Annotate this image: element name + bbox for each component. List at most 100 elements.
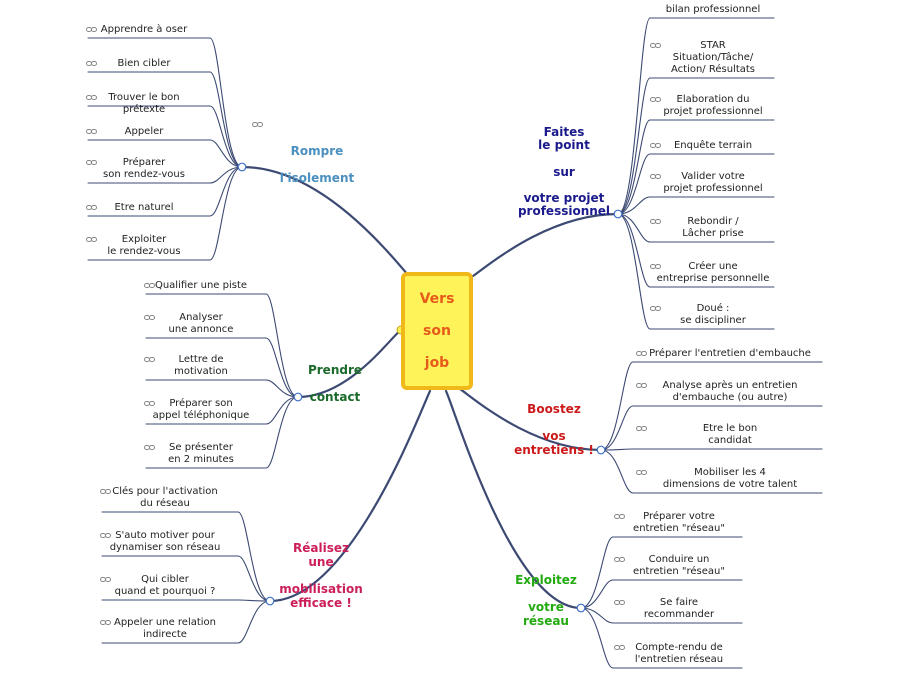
link-icon[interactable] xyxy=(650,141,661,150)
link-icon[interactable] xyxy=(614,512,625,521)
branch-boostez-connector xyxy=(458,387,603,452)
leaf-rompre-0[interactable]: Apprendre à oser xyxy=(86,24,200,36)
link-icon[interactable] xyxy=(614,643,625,652)
junction-prendre[interactable] xyxy=(293,392,303,402)
junction-rompre[interactable] xyxy=(237,162,247,172)
leaf-boostez-2[interactable]: Etre le bon candidat xyxy=(636,423,822,447)
link-icon[interactable] xyxy=(636,424,647,433)
link-icon[interactable] xyxy=(650,0,661,2)
branch-realisez-text: Réalisez une mobilisation efficace ! xyxy=(279,540,363,610)
leaf-prendre-3[interactable]: Préparer son appel téléphonique xyxy=(144,398,256,422)
branch-boostez-label[interactable]: Boostez vos entretiens ! xyxy=(508,389,600,458)
leaf-faites-1[interactable]: STAR Situation/Tâche/ Action/ Résultats xyxy=(650,40,774,76)
link-icon[interactable] xyxy=(144,399,155,408)
leaf-exploitez-1[interactable]: Conduire un entretien "réseau" xyxy=(614,554,742,578)
link-icon[interactable] xyxy=(100,618,111,627)
leaf-connector xyxy=(237,600,271,644)
leaf-boostez-3[interactable]: Mobiliser les 4 dimensions de votre tale… xyxy=(636,467,822,491)
link-icon[interactable] xyxy=(86,158,97,167)
leaf-faites-7[interactable]: Doué : se discipliner xyxy=(650,303,774,327)
leaf-rompre-1[interactable]: Bien cibler xyxy=(86,58,200,70)
link-icon[interactable] xyxy=(650,304,661,313)
leaf-rompre-5[interactable]: Etre naturel xyxy=(86,202,200,214)
leaf-prendre-2[interactable]: Lettre de motivation xyxy=(144,354,256,378)
leaf-label: S'auto motiver pour dynamiser son réseau xyxy=(109,530,221,553)
branch-exploitez-label[interactable]: Exploitez votre réseau xyxy=(505,560,587,629)
leaf-realisez-1[interactable]: S'auto motiver pour dynamiser son réseau xyxy=(100,530,228,554)
leaf-boostez-1[interactable]: Analyse après un entretien d'embauche (o… xyxy=(636,380,822,404)
link-icon[interactable] xyxy=(144,443,155,452)
link-icon[interactable] xyxy=(86,93,97,102)
junction-realisez[interactable] xyxy=(265,596,275,606)
leaf-prendre-4[interactable]: Se présenter en 2 minutes xyxy=(144,442,256,466)
leaf-label: Se faire recommander xyxy=(643,597,715,620)
leaf-faites-0[interactable]: Faire son bilan professionnel xyxy=(652,0,774,16)
branch-rompre-text: Rompre l'isolement xyxy=(279,143,355,186)
leaf-prendre-1[interactable]: Analyser une annonce xyxy=(144,312,256,336)
link-icon[interactable] xyxy=(100,487,111,496)
link-icon[interactable] xyxy=(86,203,97,212)
leaf-label: Préparer votre entretien "réseau" xyxy=(633,511,725,534)
link-icon[interactable] xyxy=(144,313,155,322)
leaf-realisez-0[interactable]: Clés pour l'activation du réseau xyxy=(100,486,228,510)
leaf-label: Bien cibler xyxy=(117,58,171,69)
link-icon[interactable] xyxy=(636,349,647,358)
leaf-realisez-2[interactable]: Qui cibler quand et pourquoi ? xyxy=(100,574,228,598)
central-topic[interactable]: Vers son job xyxy=(401,272,473,390)
link-icon[interactable] xyxy=(86,25,97,34)
link-icon[interactable] xyxy=(650,217,661,226)
link-icon[interactable] xyxy=(650,172,661,181)
link-icon[interactable] xyxy=(86,235,97,244)
branch-prendre-label[interactable]: Prendre contact xyxy=(290,350,380,405)
leaf-realisez-3[interactable]: Appeler une relation indirecte xyxy=(100,617,228,641)
leaf-rompre-4[interactable]: Préparer son rendez-vous xyxy=(86,157,200,181)
leaf-label: Appeler xyxy=(124,126,164,137)
link-icon[interactable] xyxy=(100,575,111,584)
leaf-exploitez-3[interactable]: Compte-rendu de l'entretien réseau xyxy=(614,642,742,666)
junction-faites[interactable] xyxy=(613,209,623,219)
link-icon[interactable] xyxy=(650,95,661,104)
leaf-boostez-0[interactable]: Préparer l'entretien d'embauche xyxy=(636,348,822,360)
link-icon[interactable] xyxy=(252,119,263,128)
link-icon[interactable] xyxy=(614,598,625,607)
leaf-connector xyxy=(580,607,614,669)
leaf-label: Créer une entreprise personnelle xyxy=(656,261,770,284)
leaf-prendre-0[interactable]: Qualifier une piste xyxy=(144,280,256,292)
leaf-exploitez-2[interactable]: Se faire recommander xyxy=(614,597,742,621)
leaf-label: Appeler une relation indirecte xyxy=(113,617,217,640)
link-icon[interactable] xyxy=(86,59,97,68)
leaf-faites-4[interactable]: Valider votre projet professionnel xyxy=(650,171,774,195)
link-icon[interactable] xyxy=(86,127,97,136)
branch-faites-label[interactable]: Faites le point sur votre projet profess… xyxy=(508,113,620,219)
leaf-faites-6[interactable]: Créer une entreprise personnelle xyxy=(650,261,774,285)
leaf-faites-3[interactable]: Enquête terrain xyxy=(650,140,774,152)
link-icon[interactable] xyxy=(650,41,661,50)
leaf-label: Clés pour l'activation du réseau xyxy=(112,486,218,509)
leaf-rompre-6[interactable]: Exploiter le rendez-vous xyxy=(86,234,200,258)
link-icon[interactable] xyxy=(650,262,661,271)
leaf-label: Analyse après un entretien d'embauche (o… xyxy=(662,380,798,403)
branch-prendre-connector xyxy=(296,328,403,399)
leaf-connector xyxy=(265,396,299,469)
branch-realisez-label[interactable]: Réalisez une mobilisation efficace ! xyxy=(268,528,374,611)
leaf-label: Préparer l'entretien d'embauche xyxy=(649,348,811,359)
leaf-rompre-2[interactable]: Trouver le bon prétexte xyxy=(86,92,200,116)
link-icon[interactable] xyxy=(614,555,625,564)
leaf-connector xyxy=(617,17,651,215)
junction-boostez[interactable] xyxy=(596,445,606,455)
leaf-faites-5[interactable]: Rebondir / Lâcher prise xyxy=(650,216,774,240)
link-icon[interactable] xyxy=(636,468,647,477)
leaf-rompre-3[interactable]: Appeler xyxy=(86,126,200,138)
leaf-label: Apprendre à oser xyxy=(100,24,188,35)
junction-exploitez[interactable] xyxy=(576,603,586,613)
link-icon[interactable] xyxy=(144,281,155,290)
leaf-exploitez-0[interactable]: Préparer votre entretien "réseau" xyxy=(614,511,742,535)
branch-rompre-label[interactable]: Rompre l'isolement xyxy=(252,117,372,186)
leaf-connector xyxy=(209,166,243,261)
link-icon[interactable] xyxy=(144,355,155,364)
link-icon[interactable] xyxy=(636,381,647,390)
leaf-label: Etre naturel xyxy=(114,202,174,213)
link-icon[interactable] xyxy=(100,531,111,540)
leaf-faites-2[interactable]: Elaboration du projet professionnel xyxy=(650,94,774,118)
